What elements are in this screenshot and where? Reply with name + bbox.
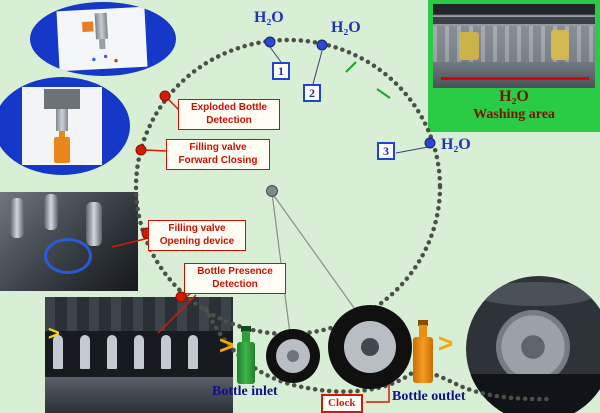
bottle-neck [59,131,65,138]
outlet-bottle [412,320,434,384]
inlet-star-wheel [266,329,320,383]
callout-filling-valve-forward-closing: Filling valve Forward Closing [166,139,270,170]
bottle-neck [419,325,427,338]
callout-line2: Detection [212,278,258,290]
washing-h2o-label: H₂O [499,88,529,105]
green-tick-marks [345,61,391,99]
bottle-neck [242,331,250,343]
washing-area-label: Washing area [473,107,555,122]
water-label-1: H₂O [254,9,284,26]
bottle-inlet-photo [45,297,233,413]
water-label-2: H₂O [331,19,361,36]
machine-floor [45,377,233,413]
callout-line1: Filling valve [189,142,247,153]
water-dot-1 [264,36,276,48]
valve-cylinder [86,202,102,246]
valve-cylinder [44,194,58,230]
photo-card [22,87,102,165]
outlet-star-wheel [328,305,412,389]
callout-line-presence-photo [157,294,197,334]
station-2-box: 2 [303,84,321,102]
valve-cylinder [56,109,68,131]
callout-filling-valve-opening-device: Filling valve Opening device [148,220,246,251]
center-link-line-outlet [271,192,358,313]
station2-pointer-line [312,50,323,85]
exploded-bottle-photo-oval [30,2,176,76]
callout-line1: Bottle Presence [197,266,273,277]
bottle-cap [418,320,428,326]
carousel-center-dot [266,185,278,197]
inlet-bottle [236,326,256,386]
filling-valve-photo-oval [0,77,130,175]
valve-opening-photo [0,192,138,291]
bottle-row [53,335,198,369]
callout-line-opening [111,237,150,248]
water-dot-3 [424,137,436,149]
bottle-body [413,337,433,383]
photo-arrow: > [48,323,60,345]
wheel-hub [361,338,379,356]
sensor-dot-presence [175,291,187,303]
callout-bottle-presence-detection: Bottle Presence Detection [184,263,286,294]
water-label-3: H₂O [441,136,471,153]
clock-box: Clock [321,394,363,413]
machine-glow-right [551,30,569,60]
water-dot-2 [316,39,328,51]
washing-area-panel: H₂O Washing area [428,0,600,132]
bottle-body [54,137,70,163]
callout-line-closing [143,149,168,152]
turret-disc [496,310,570,384]
bottle-silhouette [80,335,90,369]
inlet-arrow: > [219,330,235,360]
sensor-dot-closing [135,144,147,156]
carousel-chain-circle [133,37,443,337]
bottle-silhouette [134,335,144,369]
callout-line1: Exploded Bottle [190,102,268,113]
wheel-hub [287,350,299,362]
valve-block [44,89,80,109]
bottle-silhouette [53,335,63,369]
callout-line1: Filling valve [168,223,226,234]
station-1-box: 1 [272,62,290,80]
station1-pointer-line [269,46,282,63]
callout-exploded-bottle-detection: Exploded Bottle Detection [178,99,280,130]
bottle-body [237,342,255,384]
station3-pointer-line [395,146,429,154]
machinery-band [45,297,233,331]
valve-cylinder [10,198,24,238]
outlet-arrow: > [438,328,454,358]
callout-line2: Forward Closing [178,154,258,166]
callout-line2: Opening device [159,235,235,247]
highlight-ellipse [44,238,92,274]
bottle-silhouette [188,335,198,369]
photo-red-line [441,77,589,80]
machine-rail [433,17,595,24]
station-3-box: 3 [377,142,395,160]
machine-glow-left [459,32,479,60]
bottle-cap [241,326,251,332]
bottle-inlet-label: Bottle inlet [212,384,278,399]
top-sheen [476,282,596,306]
bottle-outlet-label: Bottle outlet [392,389,466,404]
callout-line2: Detection [206,114,252,126]
bottle-silhouette [107,335,117,369]
washing-area-photo [433,4,595,88]
bottle-silhouette [161,335,171,369]
sensor-dot-exploded [159,90,171,102]
